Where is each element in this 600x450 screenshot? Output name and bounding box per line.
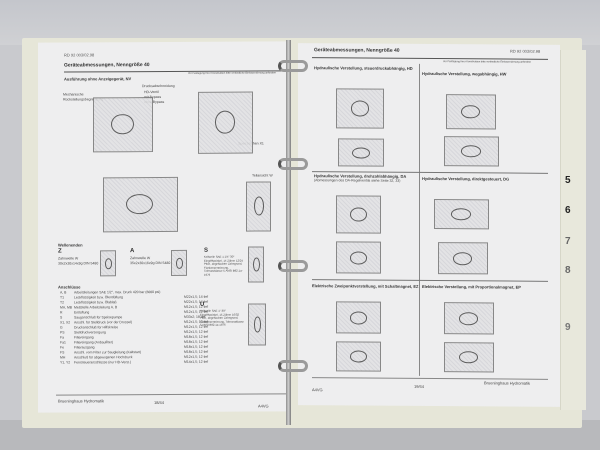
tab-7[interactable]: 7 [565,236,571,247]
shaft-desc-z: Zahnwelle W 30x2x30x14x9g DIN 5480 [58,256,99,266]
shaft-ends-heading: Wellenenden [58,242,83,248]
footer-rule [56,393,286,396]
pump-side-view-drawing [93,97,153,153]
page-title: Geräteabmessungen, Nenngröße 40 [64,62,150,69]
footer-publisher: Brueninghaus Hydromatik [58,398,105,404]
doc-number: RD 92 003/02.98 [510,48,541,54]
note: Vor Festlegung Ihrer Konstruktion bitte … [443,60,531,64]
da-top-drawing [336,195,381,234]
page-title: Geräteabmessungen, Nenngröße 40 [314,47,400,54]
shaft-letter-u: U [200,301,205,308]
left-page: RD 92 003/02.98 Geräteabmessungen, Nenng… [38,41,290,413]
dg-side-drawing [438,242,488,275]
footer-page-number: 19/44 [414,383,425,389]
connections-heading: Anschlüsse [58,284,81,290]
hd-side-drawing [338,138,384,167]
partial-view-w-drawing [246,181,271,232]
binder-ring [278,158,308,170]
panel-note-da: (Abmessungen des DA-Regelventils siehe S… [314,178,401,183]
pump-top-view-drawing [103,176,178,233]
footer-product: A4VG [312,387,323,393]
tab-9[interactable]: 9 [565,322,571,333]
shaft-letter-a: A [130,248,135,255]
section-heading: Ausführung ohne Anzeigegerät, NV [64,76,132,82]
tab-6[interactable]: 6 [565,205,571,216]
binder-ring [278,360,308,372]
hw-top-drawing [446,94,496,130]
shaft-letter-s: S [204,247,209,254]
tab-8[interactable]: 8 [565,265,571,276]
shaft-s-drawing [248,246,264,283]
note: Vor Festlegung Ihrer Konstruktion bitte … [188,71,276,75]
tab-5[interactable]: 5 [565,175,571,186]
ez-side-drawing [336,341,381,372]
binder-spine [286,40,291,425]
shaft-desc-s: Keilwelle SAE 1 1/4" 30° Eingriffswinkel… [204,254,243,277]
binder-ring [278,260,308,272]
hd-top-drawing [336,88,384,129]
ep-top-drawing [444,302,494,335]
hw-side-drawing [444,136,499,167]
right-page: Geräteabmessungen, Nenngröße 40 RD 92 00… [298,43,560,407]
panel-title-ep: Elektrische Verstellung, mit Proportiona… [422,283,521,290]
doc-number: RD 92 003/02.98 [64,52,95,58]
footer-rule [312,377,548,380]
shaft-desc-u: Keilwelle SAE 1" 30° Eingriffswinkel, 15… [200,308,244,328]
drawing-label: Mechanische Rückstellungsbegrenzung [63,92,104,102]
column-divider [419,63,420,376]
shaft-letter-z: Z [58,248,62,255]
panel-title-hd: Hydraulische Verstellung, steuerdruckabh… [314,65,413,71]
shaft-u-drawing [248,303,266,346]
panel-title-dg: Hydraulische Verstellung, direktgesteuer… [422,175,510,182]
footer-publisher: Brueninghaus Hydromatik [484,380,531,386]
drawing-label: Drucksabschneidung [142,83,175,89]
dg-top-drawing [434,199,489,230]
shaft-z-drawing [100,250,116,277]
shaft-a-drawing [171,249,187,276]
drawing-label: Teilansicht W [252,173,273,178]
index-tabs: 5 6 7 8 9 [560,50,586,410]
background-wall [0,0,600,45]
ez-top-drawing [336,301,381,334]
shaft-desc-a: Zahnwelle W 35x2x30x16x9g DIN 5480 [130,256,171,266]
footer-page-number: 18/44 [154,399,165,406]
panel-title-ez: Elektrische Zweipunktverstellung, mit Sc… [312,283,419,289]
binder-ring [278,60,308,72]
ep-side-drawing [444,342,494,373]
da-side-drawing [336,241,381,274]
footer-product: A4VG [258,403,269,409]
pump-front-view-drawing [198,91,253,154]
panel-title-hw: Hydraulische Verstellung, wegabhängig, H… [422,70,507,77]
row-divider [312,279,548,282]
